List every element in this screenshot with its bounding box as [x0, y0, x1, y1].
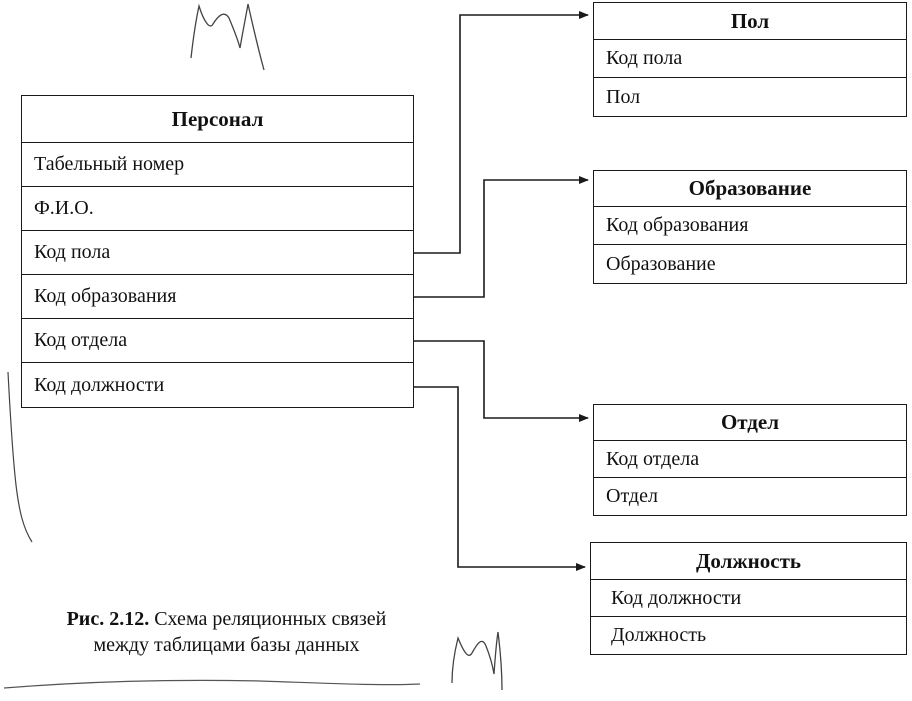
field-tabelnyi-nomer: Табельный номер	[22, 143, 413, 187]
table-otdel-title: Отдел	[594, 405, 906, 441]
relation-line-pol	[414, 11, 589, 254]
handwritten-margin-line	[7, 371, 33, 543]
caption-label: Рис. 2.12.	[66, 608, 150, 630]
caption-text-line2: между таблицами базы данных	[93, 634, 360, 656]
field-kod-dolzhnosti: Код должности	[591, 580, 906, 617]
field-fio: Ф.И.О.	[22, 187, 413, 231]
table-personal: Персонал Табельный номер Ф.И.О. Код пола…	[21, 95, 414, 408]
handwritten-underline	[3, 679, 421, 689]
field-pol: Пол	[606, 85, 641, 108]
table-otdel: Отдел Код отдела Отдел	[593, 404, 907, 516]
field-obrazovanie: Образование	[606, 252, 716, 275]
handwritten-mark-top	[190, 3, 265, 71]
table-personal-title: Персонал	[22, 96, 413, 143]
relation-line-otdel	[414, 340, 589, 422]
relation-line-obrazovanie	[414, 176, 589, 298]
field-kod-pola: Код пола	[594, 40, 906, 78]
table-obrazovanie: Образование Код образования Образование	[593, 170, 907, 284]
field-dolzhnost: Должность	[611, 624, 707, 646]
table-pol: Пол Код пола Пол	[593, 2, 907, 117]
handwritten-mark-bottom	[451, 631, 503, 691]
relation-line-dolzhnost	[414, 386, 586, 571]
figure-caption: Рис. 2.12. Схема реляционных связей межд…	[14, 606, 439, 658]
field-kod-dolzhnosti: Код должности	[34, 373, 165, 396]
field-kod-otdela: Код отдела	[594, 441, 906, 478]
table-dolzhnost-title: Должность	[591, 543, 906, 580]
field-kod-pola: Код пола	[22, 231, 413, 275]
field-kod-otdela: Код отдела	[22, 319, 413, 363]
table-obrazovanie-title: Образование	[594, 171, 906, 207]
field-kod-obrazovaniya: Код образования	[22, 275, 413, 319]
table-dolzhnost: Должность Код должности Должность	[590, 542, 907, 655]
table-pol-title: Пол	[594, 3, 906, 40]
field-kod-obrazovaniya: Код образования	[594, 207, 906, 245]
caption-text-line1: Схема реляционных связей	[154, 608, 387, 630]
field-otdel: Отдел	[606, 485, 658, 507]
